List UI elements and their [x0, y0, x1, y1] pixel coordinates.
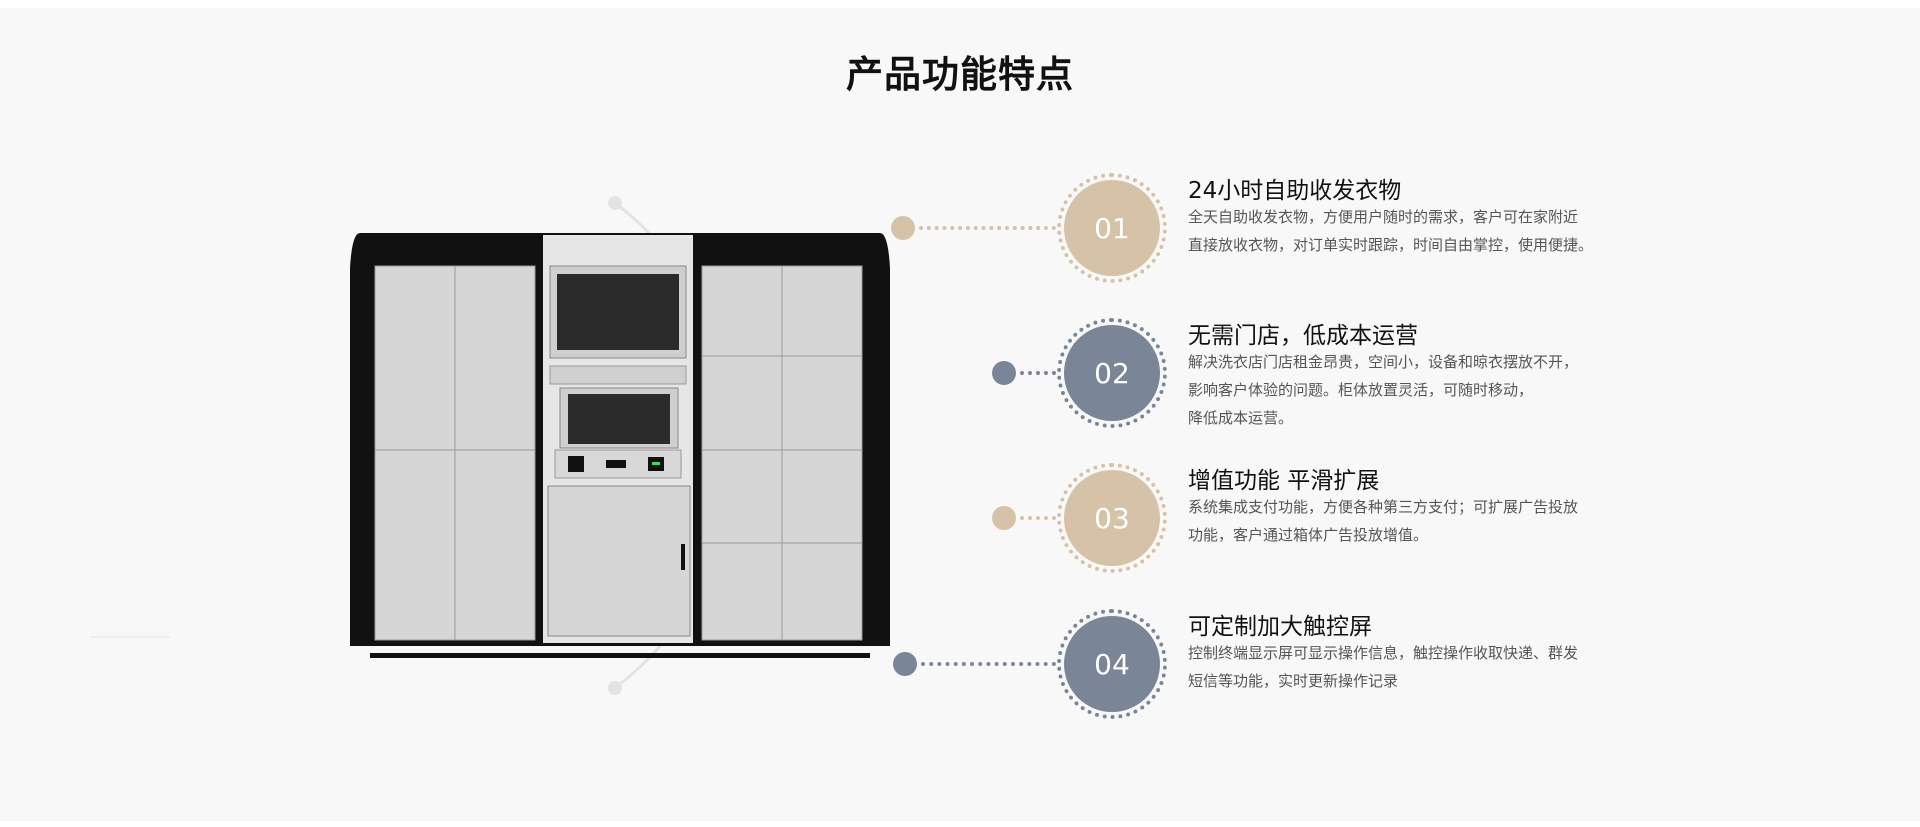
top-screen [557, 274, 679, 350]
laundry-locker-image [350, 233, 890, 658]
feature-3-title: 增值功能 平滑扩展 [1188, 468, 1380, 494]
feature-1-description-line: 直接放收衣物，对订单实时跟踪，时间自由掌控，使用便捷。 [1188, 236, 1594, 254]
feature-2-arc-dot [992, 361, 1016, 385]
feature-2-description-line: 降低成本运营。 [1188, 409, 1294, 427]
feature-2-description: 解决洗衣店门店租金昂贵，空间小，设备和晾衣摆放不开， 影响客户体验的问题。柜体放置… [1188, 348, 1628, 432]
feature-1-title: 24小时自助收发衣物 [1188, 178, 1402, 204]
right-door-col-1 [701, 265, 783, 641]
feature-2-connector [1020, 371, 1056, 375]
feature-3-description-line: 功能，客户通过箱体广告投放增值。 [1188, 526, 1429, 544]
arc-start-dot [608, 196, 622, 210]
arc-end-dot [608, 681, 622, 695]
page-title: 产品功能特点 [846, 53, 1074, 96]
indicator-light [652, 462, 660, 465]
feature-3-connector [1020, 516, 1056, 520]
feature-1-badge-ring [1057, 173, 1167, 283]
control-shelf [549, 365, 687, 385]
feature-4-number-badge: 04 [1064, 616, 1160, 712]
feature-2-description-line: 影响客户体验的问题。柜体放置灵活，可随时移动， [1188, 381, 1534, 399]
feature-3-badge-ring [1057, 463, 1167, 573]
door-handle [681, 544, 685, 570]
left-door-1 [374, 265, 456, 641]
feature-4-description-line: 短信等功能，实时更新操作记录 [1188, 672, 1399, 690]
feature-1-description: 全天自助收发衣物，方便用户随时的需求，客户可在家附近直接放收衣物，对订单实时跟踪… [1188, 203, 1628, 259]
right-door-col-2 [781, 265, 863, 641]
feature-4-connector [921, 662, 1056, 666]
scanner-slot [606, 460, 626, 468]
feature-4-title: 可定制加大触控屏 [1188, 614, 1372, 640]
bottom-cabinet-door [547, 485, 691, 637]
feature-3-number-badge: 03 [1064, 470, 1160, 566]
feature-2-description-line: 解决洗衣店门店租金昂贵，空间小，设备和晾衣摆放不开， [1188, 353, 1579, 371]
feature-4-badge-ring [1057, 609, 1167, 719]
feature-1-number-badge: 01 [1064, 180, 1160, 276]
feature-3-arc-dot [992, 506, 1016, 530]
feature-4-description-line: 控制终端显示屏可显示操作信息，触控操作收取快递、群发 [1188, 644, 1579, 662]
cabinet-base [370, 653, 870, 658]
touch-screen [568, 394, 670, 444]
left-door-2 [454, 265, 536, 641]
feature-4-description: 控制终端显示屏可显示操作信息，触控操作收取快递、群发短信等功能，实时更新操作记录 [1188, 639, 1628, 695]
feature-2-title: 无需门店，低成本运营 [1188, 323, 1418, 349]
feature-4-arc-dot [893, 652, 917, 676]
feature-1-connector [919, 226, 1056, 230]
feature-1-description-line: 全天自助收发衣物，方便用户随时的需求，客户可在家附近 [1188, 208, 1579, 226]
feature-3-description: 系统集成支付功能，方便各种第三方支付；可扩展广告投放功能，客户通过箱体广告投放增… [1188, 493, 1628, 549]
background-panel [0, 8, 1920, 821]
feature-2-badge-ring [1057, 318, 1167, 428]
feature-1-arc-dot [891, 216, 915, 240]
feature-2-number-badge: 02 [1064, 325, 1160, 421]
card-slot [568, 456, 584, 472]
feature-3-description-line: 系统集成支付功能，方便各种第三方支付；可扩展广告投放 [1188, 498, 1579, 516]
